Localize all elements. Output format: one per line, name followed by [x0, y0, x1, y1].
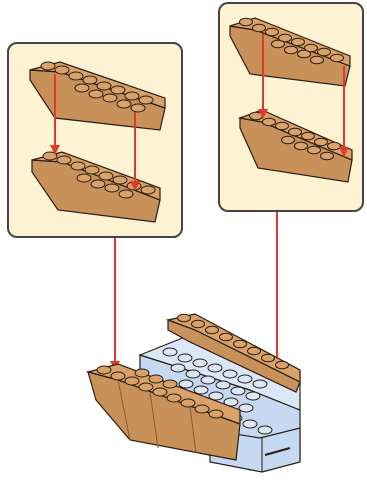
left-panel-top-wedge-plate [30, 62, 165, 130]
left-panel-bottom-wedge-plate [32, 152, 160, 222]
right-panel-top-wedge-plate [230, 18, 350, 86]
right-panel-bottom-wedge-plate [240, 110, 352, 182]
main-assembly [88, 314, 300, 472]
